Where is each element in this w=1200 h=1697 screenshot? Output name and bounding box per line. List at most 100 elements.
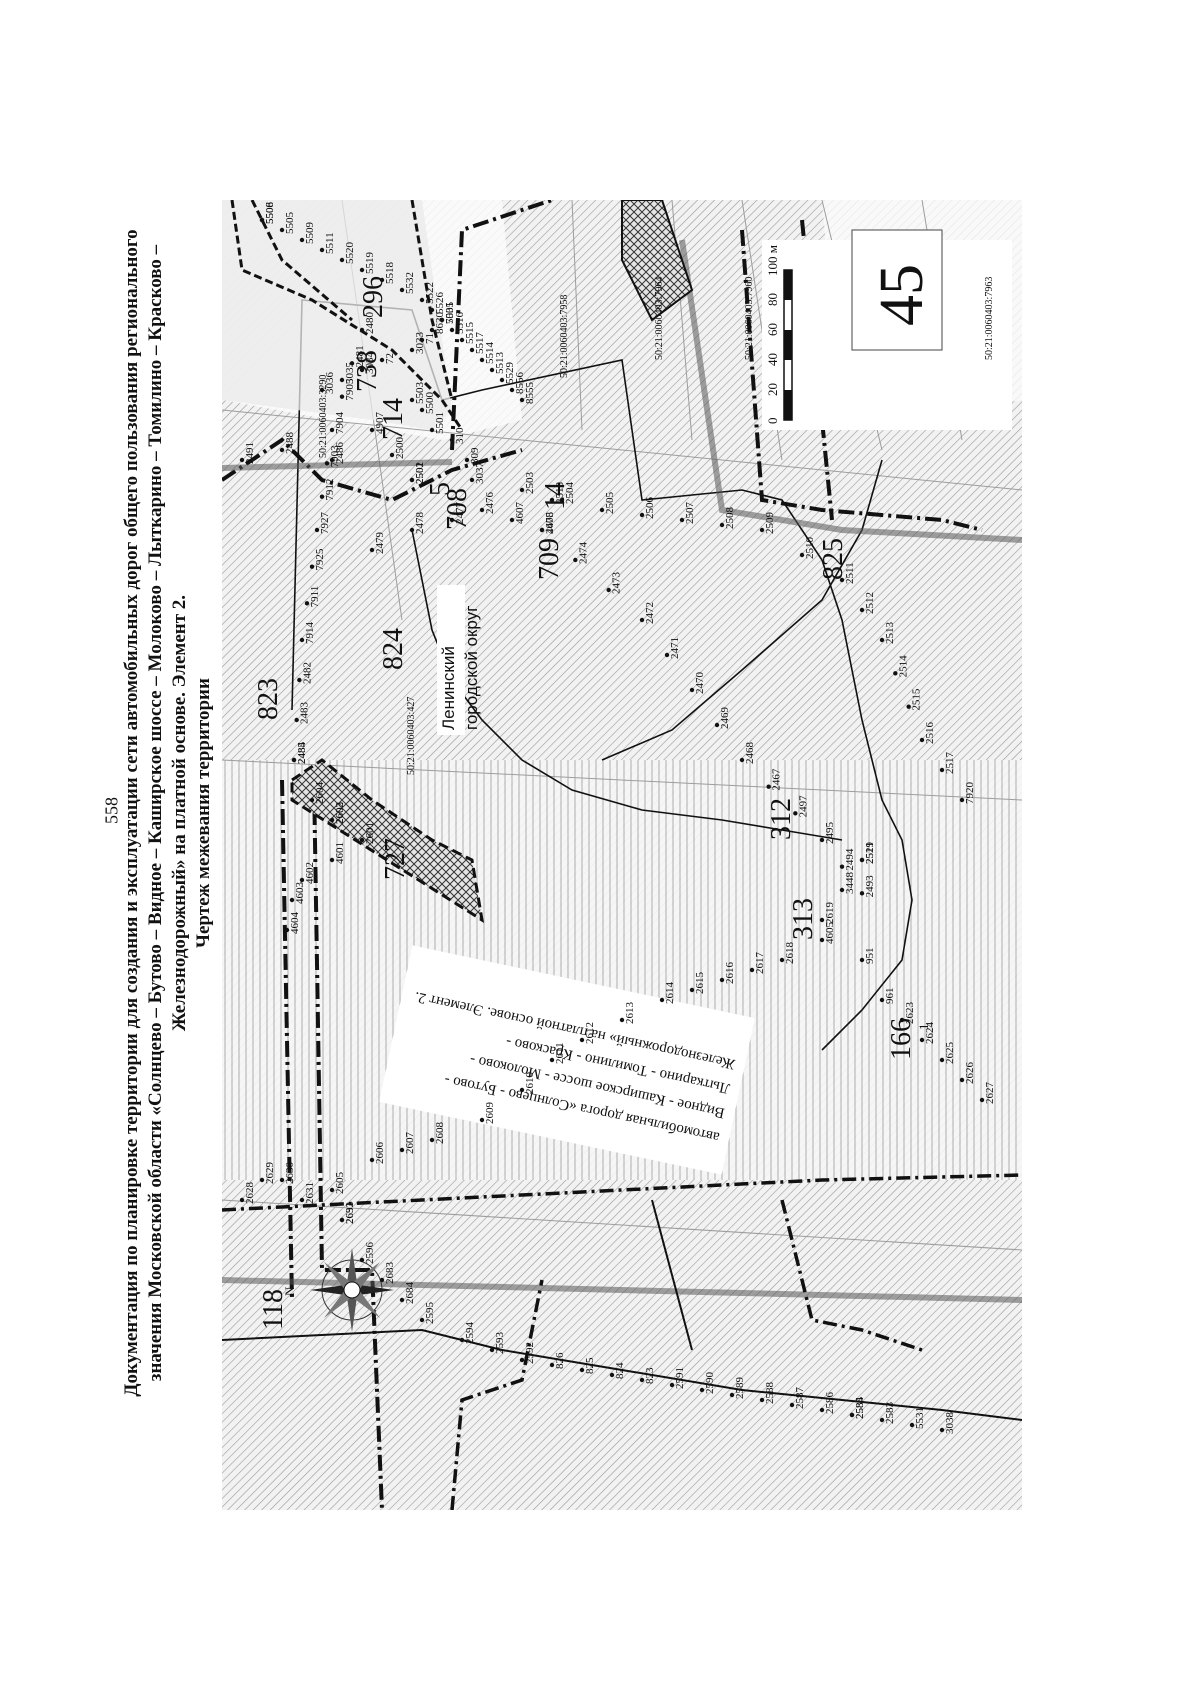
parcel-label-727: 727	[380, 838, 411, 880]
survey-point-number: 5522	[424, 282, 436, 304]
survey-point-marker	[329, 427, 335, 433]
survey-point-marker	[549, 497, 555, 503]
survey-point-number: 3035	[344, 362, 356, 385]
survey-point-number: 2587	[794, 1387, 806, 1410]
survey-point-marker	[419, 407, 425, 413]
survey-point-number: 2683	[384, 1262, 396, 1285]
survey-point-marker	[469, 347, 475, 353]
survey-point-marker	[419, 337, 425, 343]
survey-point-marker	[359, 837, 365, 843]
survey-point-marker	[519, 487, 525, 493]
survey-point-number: 7911	[309, 586, 321, 608]
survey-point-number: 951	[864, 948, 876, 965]
survey-point-marker	[349, 361, 355, 366]
survey-point-number: 2624	[924, 1022, 936, 1045]
survey-point-marker	[819, 917, 825, 923]
survey-point-marker	[369, 1157, 375, 1163]
survey-point-number: 2585	[854, 1397, 866, 1420]
boundary-lower	[222, 1173, 1022, 1510]
scale-tick-20: 20	[765, 383, 780, 396]
survey-point-number: 2505	[604, 492, 616, 515]
survey-point-number: 5517	[474, 332, 486, 355]
survey-point-marker	[429, 427, 435, 433]
cadastral-numbers: 50:21:0060403:427 50:21:0060403:3290 50:…	[318, 277, 995, 775]
survey-point-marker	[839, 887, 845, 893]
survey-point-number: 5532	[404, 272, 416, 294]
map-canvas: 0 20 40 60 80 100 м 45 Ленинский городск…	[222, 200, 1022, 1510]
survey-point-number: 826	[554, 1352, 566, 1369]
survey-point-number: 2617	[754, 952, 766, 975]
scale-tick-80: 80	[765, 293, 780, 306]
survey-point-marker	[549, 1057, 555, 1063]
survey-point-marker	[359, 267, 365, 273]
survey-point-marker	[369, 427, 375, 433]
survey-point-number: 2495	[824, 822, 836, 845]
parcel-label-824: 824	[378, 628, 409, 670]
district-label-line2: городской округ	[462, 606, 481, 730]
survey-point-number: 72	[384, 353, 396, 364]
survey-point-number: 2482	[301, 662, 313, 684]
survey-point-marker	[664, 652, 670, 658]
survey-point-marker	[799, 552, 805, 558]
survey-point-number: 2601	[364, 822, 376, 844]
survey-point-marker	[319, 494, 325, 499]
survey-point-number: 2518	[554, 482, 566, 505]
survey-point-marker	[259, 1177, 265, 1183]
survey-point-marker	[314, 527, 320, 533]
survey-point-number: 2613	[624, 1002, 636, 1025]
survey-point-number: 961	[884, 988, 896, 1005]
survey-point-number: 2510	[804, 537, 816, 560]
survey-point-number: 2480	[364, 312, 376, 335]
survey-point-marker	[639, 617, 645, 623]
survey-point-marker	[339, 257, 345, 263]
survey-point-marker	[319, 247, 325, 253]
survey-point-marker	[464, 457, 470, 463]
scale-bar-ticks: 0 20 40 60 80 100 м	[765, 245, 780, 424]
survey-point-number: 2477	[454, 502, 466, 525]
survey-point-number: 2606	[374, 1142, 386, 1165]
survey-point-number: 2483	[299, 702, 311, 725]
boundary-thin-lower	[222, 1199, 1022, 1421]
survey-point-number: 2479	[374, 532, 386, 555]
survey-point-marker	[339, 394, 345, 399]
survey-point-marker	[279, 447, 285, 453]
survey-point-marker	[719, 522, 725, 528]
survey-point-marker	[379, 1277, 385, 1283]
survey-point-marker	[859, 891, 865, 896]
survey-point-marker	[284, 927, 290, 933]
survey-point-number: 7925	[314, 548, 326, 571]
survey-point-number: 4607	[514, 502, 526, 525]
survey-point-number: 7905	[344, 378, 356, 401]
survey-point-number: 2629	[264, 1162, 276, 1185]
survey-point-marker	[399, 1297, 405, 1303]
survey-point-number: 2615	[694, 972, 706, 995]
survey-point-marker	[479, 1117, 485, 1123]
parcel-label-709: 709	[534, 538, 565, 580]
parcel-crossed-top	[621, 200, 694, 322]
survey-point-number: 2589	[734, 1377, 746, 1400]
survey-point-marker	[409, 347, 415, 353]
survey-point-number: 2517	[944, 752, 956, 775]
compass-rose-icon	[310, 1248, 394, 1332]
survey-point-number: 310	[454, 427, 466, 444]
parcel-label-166: 166	[886, 1018, 917, 1060]
survey-point-marker	[759, 527, 765, 533]
survey-point-number: 823	[644, 1367, 656, 1384]
survey-point-number: 2488	[284, 432, 296, 455]
survey-point-number: 2519	[864, 842, 876, 865]
survey-point-number: 4604	[289, 912, 301, 935]
compass-north-label: N	[282, 1286, 297, 1296]
survey-point-marker	[459, 337, 465, 343]
survey-point-marker	[739, 757, 745, 763]
survey-point-number: 8555	[524, 382, 536, 405]
title-line-4: Чертеж межевания территории	[193, 678, 214, 948]
survey-point-number: 2491	[244, 442, 256, 464]
document-title: Документация по планировке территории дл…	[120, 133, 216, 1493]
survey-map: 0 20 40 60 80 100 м 45 Ленинский городск…	[222, 200, 1022, 1510]
survey-point-marker	[239, 1197, 245, 1203]
survey-point-marker	[369, 547, 375, 553]
survey-point-number: 5535	[444, 302, 456, 325]
survey-point-marker	[919, 1037, 925, 1043]
survey-point-number: 2473	[611, 572, 623, 595]
survey-point-marker	[509, 387, 515, 393]
